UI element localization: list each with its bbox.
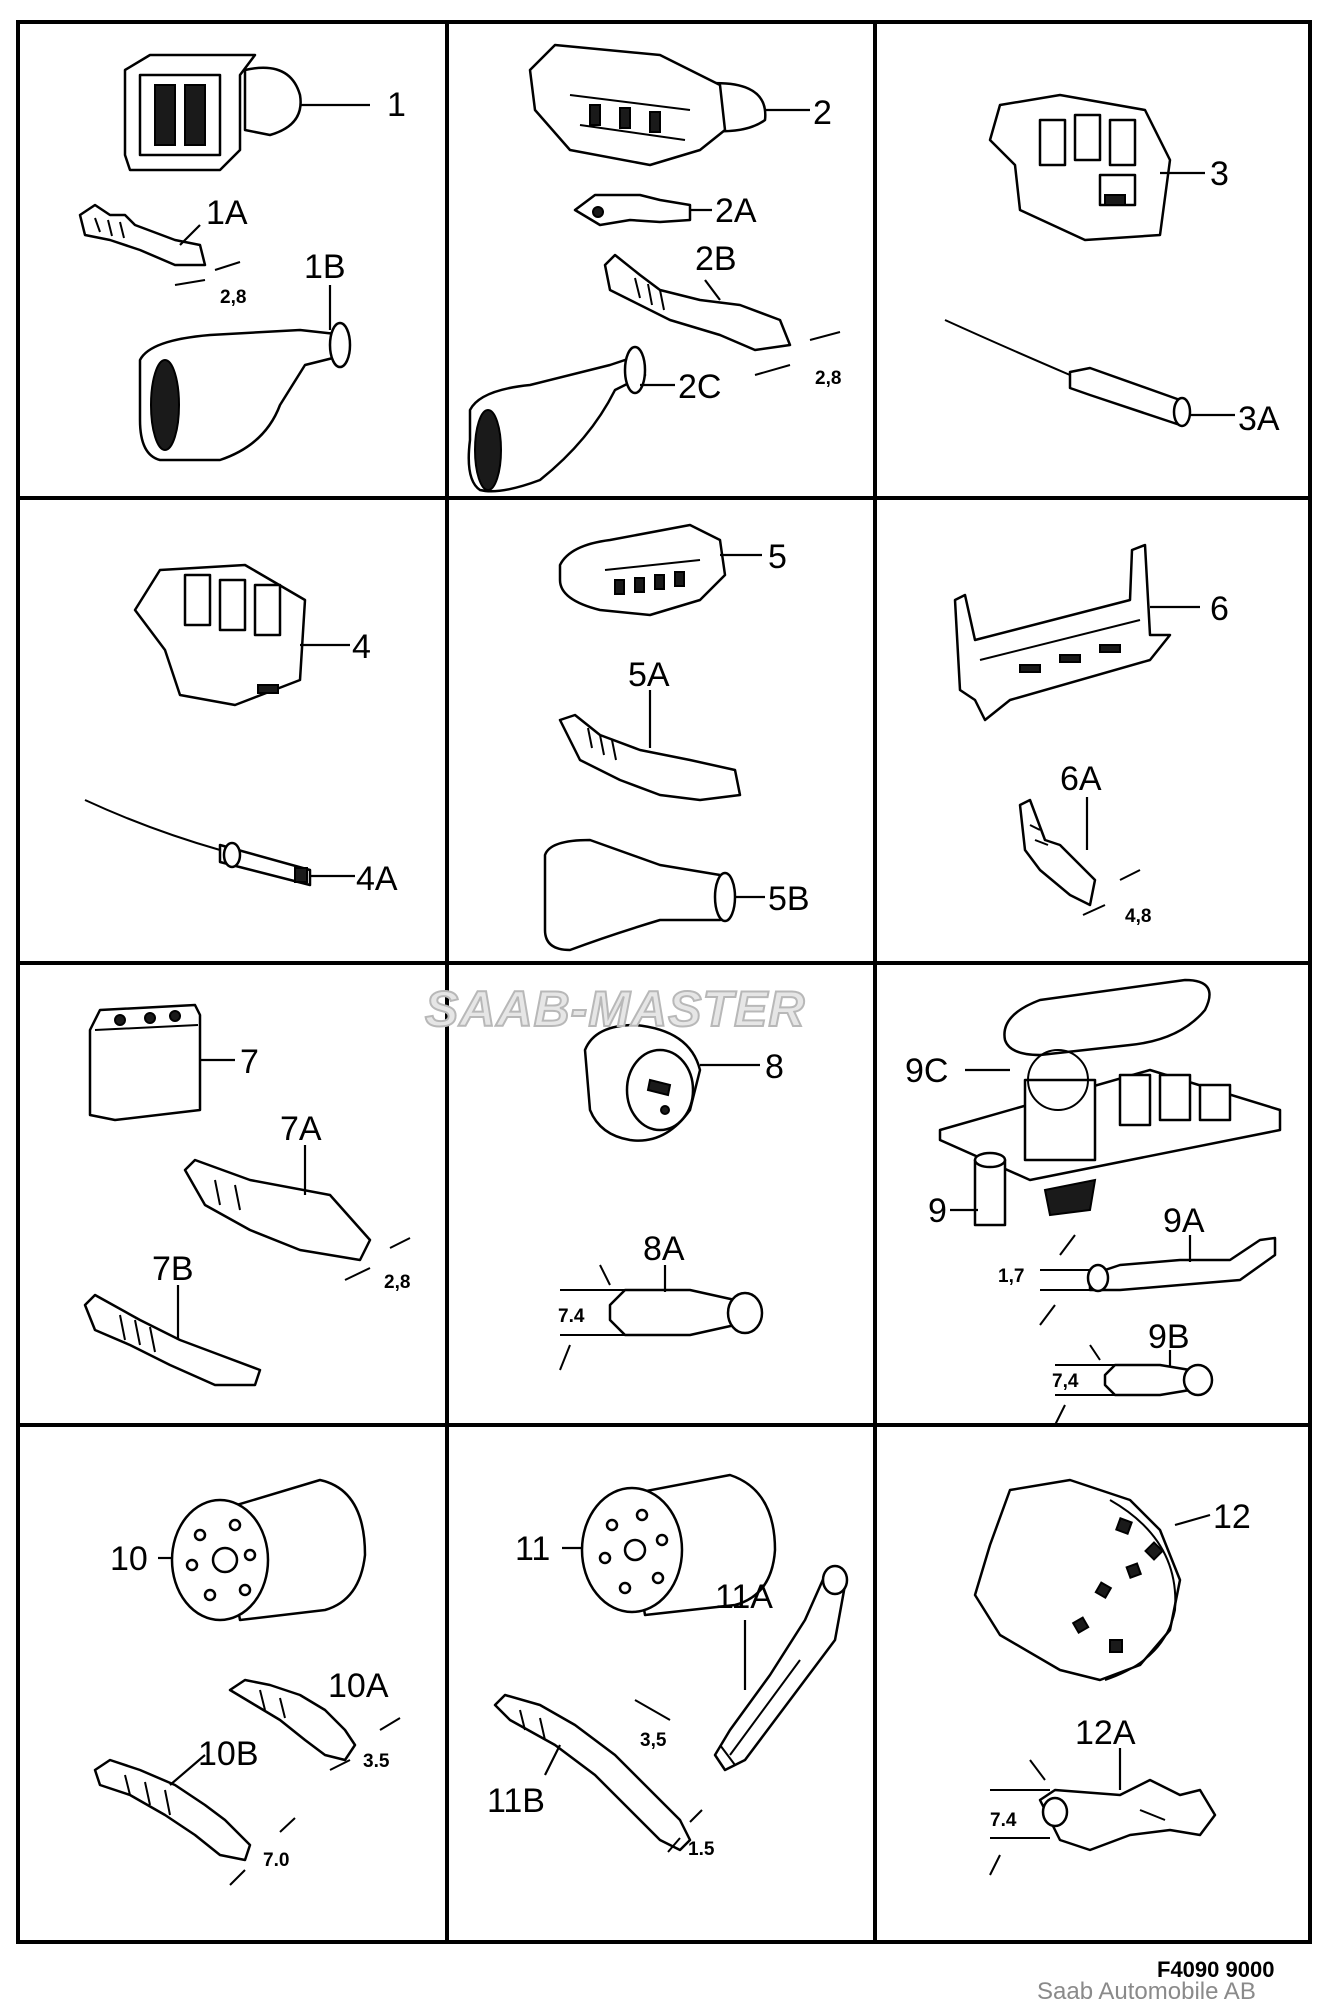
terminal-5a (558, 690, 742, 802)
label-4: 4 (352, 628, 371, 666)
boot-2c (467, 345, 675, 493)
relay-socket-3 (988, 93, 1205, 242)
boot-1b (138, 285, 352, 462)
label-2c: 2C (678, 368, 721, 406)
boot-5b (543, 838, 765, 952)
label-3: 3 (1210, 155, 1229, 193)
terminal-2b (603, 253, 841, 376)
label-3a: 3A (1238, 400, 1280, 438)
label-9a: 9A (1163, 1202, 1205, 1240)
terminal-6a (1018, 797, 1141, 916)
label-1a: 1A (206, 194, 248, 232)
label-8: 8 (765, 1048, 784, 1086)
dim-10b: 7.0 (263, 1850, 289, 1871)
label-6: 6 (1210, 590, 1229, 628)
label-9: 9 (928, 1192, 947, 1230)
dim-2b: 2,8 (815, 368, 841, 389)
label-5: 5 (768, 538, 787, 576)
pin-11a (634, 1564, 849, 1772)
watermark: SAAB-MASTER (424, 980, 806, 1038)
dim-11a: 3,5 (640, 1730, 667, 1751)
terminal-4a (84, 799, 355, 887)
label-2a: 2A (715, 192, 757, 230)
dim-12a: 7.4 (990, 1810, 1017, 1831)
label-10b: 10B (198, 1735, 259, 1773)
round-housing-11 (562, 1473, 777, 1617)
label-12: 12 (1213, 1498, 1251, 1536)
copyright: Saab Automobile AB (1037, 1978, 1256, 2005)
dim-8a: 7.4 (558, 1306, 585, 1327)
dim-9a: 1,7 (998, 1266, 1024, 1287)
cell-7: 7 7A 7B 2,8 (83, 1003, 411, 1387)
terminal-9a (1039, 1234, 1277, 1326)
terminal-12a (989, 1748, 1217, 1876)
terminal-9b (1054, 1344, 1214, 1426)
label-11a: 11A (715, 1578, 773, 1616)
cell-6: 6 6A 4,8 (953, 543, 1229, 927)
cell-2: 2 2A 2B 2C 2,8 (467, 43, 841, 493)
terminal-7a (183, 1145, 411, 1281)
cell-10: 10 10A 10B 3.5 7.0 (93, 1478, 401, 1886)
cell-12: 12 12A 7.4 (973, 1478, 1251, 1876)
cell-1: 1 1A 1B 2,8 (78, 53, 406, 462)
label-6a: 6A (1060, 760, 1102, 798)
bracket-6 (953, 543, 1200, 722)
label-4a: 4A (356, 860, 398, 898)
terminal-8a (559, 1264, 764, 1371)
label-9c: 9C (905, 1052, 948, 1090)
terminal-11b (493, 1693, 703, 1853)
label-2: 2 (813, 94, 832, 132)
cell-8: 8 8A 7.4 (558, 1023, 784, 1371)
housing-8 (583, 1023, 760, 1142)
cell-3: 3 3A (944, 93, 1280, 438)
terminal-2a (573, 193, 712, 227)
cell-11: 11 11A 11B 3,5 1.5 (487, 1473, 849, 1860)
cell-4: 4 4A (84, 563, 398, 898)
label-7b: 7B (152, 1250, 194, 1288)
label-1b: 1B (304, 248, 346, 286)
dim-9b: 7,4 (1052, 1371, 1079, 1392)
label-11: 11 (515, 1530, 550, 1568)
dim-11b: 1.5 (688, 1839, 715, 1860)
terminal-10a (228, 1678, 401, 1771)
dim-7a: 2,8 (384, 1272, 410, 1293)
round-housing-10 (158, 1478, 367, 1622)
label-10a: 10A (328, 1667, 389, 1705)
terminal-7b (83, 1285, 262, 1387)
label-7: 7 (240, 1043, 259, 1081)
terminal-3a (944, 319, 1235, 428)
dim-6a: 4,8 (1125, 906, 1151, 927)
connector-housing-5 (558, 523, 762, 617)
grid-frame (16, 20, 1312, 1944)
switch-housing-12 (973, 1478, 1211, 1682)
figure-code: F4090 9000 (1157, 1957, 1275, 1982)
label-5b: 5B (768, 880, 810, 918)
control-unit-9 (938, 978, 1282, 1227)
label-5a: 5A (628, 656, 670, 694)
cell-5: 5 5A 5B (543, 523, 810, 952)
label-7a: 7A (280, 1110, 322, 1148)
terminal-1a (78, 203, 241, 286)
label-2b: 2B (695, 240, 737, 278)
label-11b: 11B (487, 1782, 545, 1820)
label-1: 1 (387, 86, 406, 124)
connector-housing-2 (528, 43, 810, 167)
terminal-10b (93, 1754, 296, 1886)
label-10: 10 (110, 1540, 148, 1578)
label-9b: 9B (1148, 1318, 1190, 1356)
label-8a: 8A (643, 1230, 685, 1268)
label-12a: 12A (1075, 1714, 1136, 1752)
dim-1a: 2,8 (220, 287, 246, 308)
housing-7 (88, 1003, 235, 1122)
relay-socket-4 (133, 563, 350, 707)
dim-10a: 3.5 (363, 1751, 390, 1772)
connector-housing-1 (123, 53, 370, 172)
cell-9: 9C 9 9A 9B 1,7 7,4 (905, 978, 1282, 1426)
